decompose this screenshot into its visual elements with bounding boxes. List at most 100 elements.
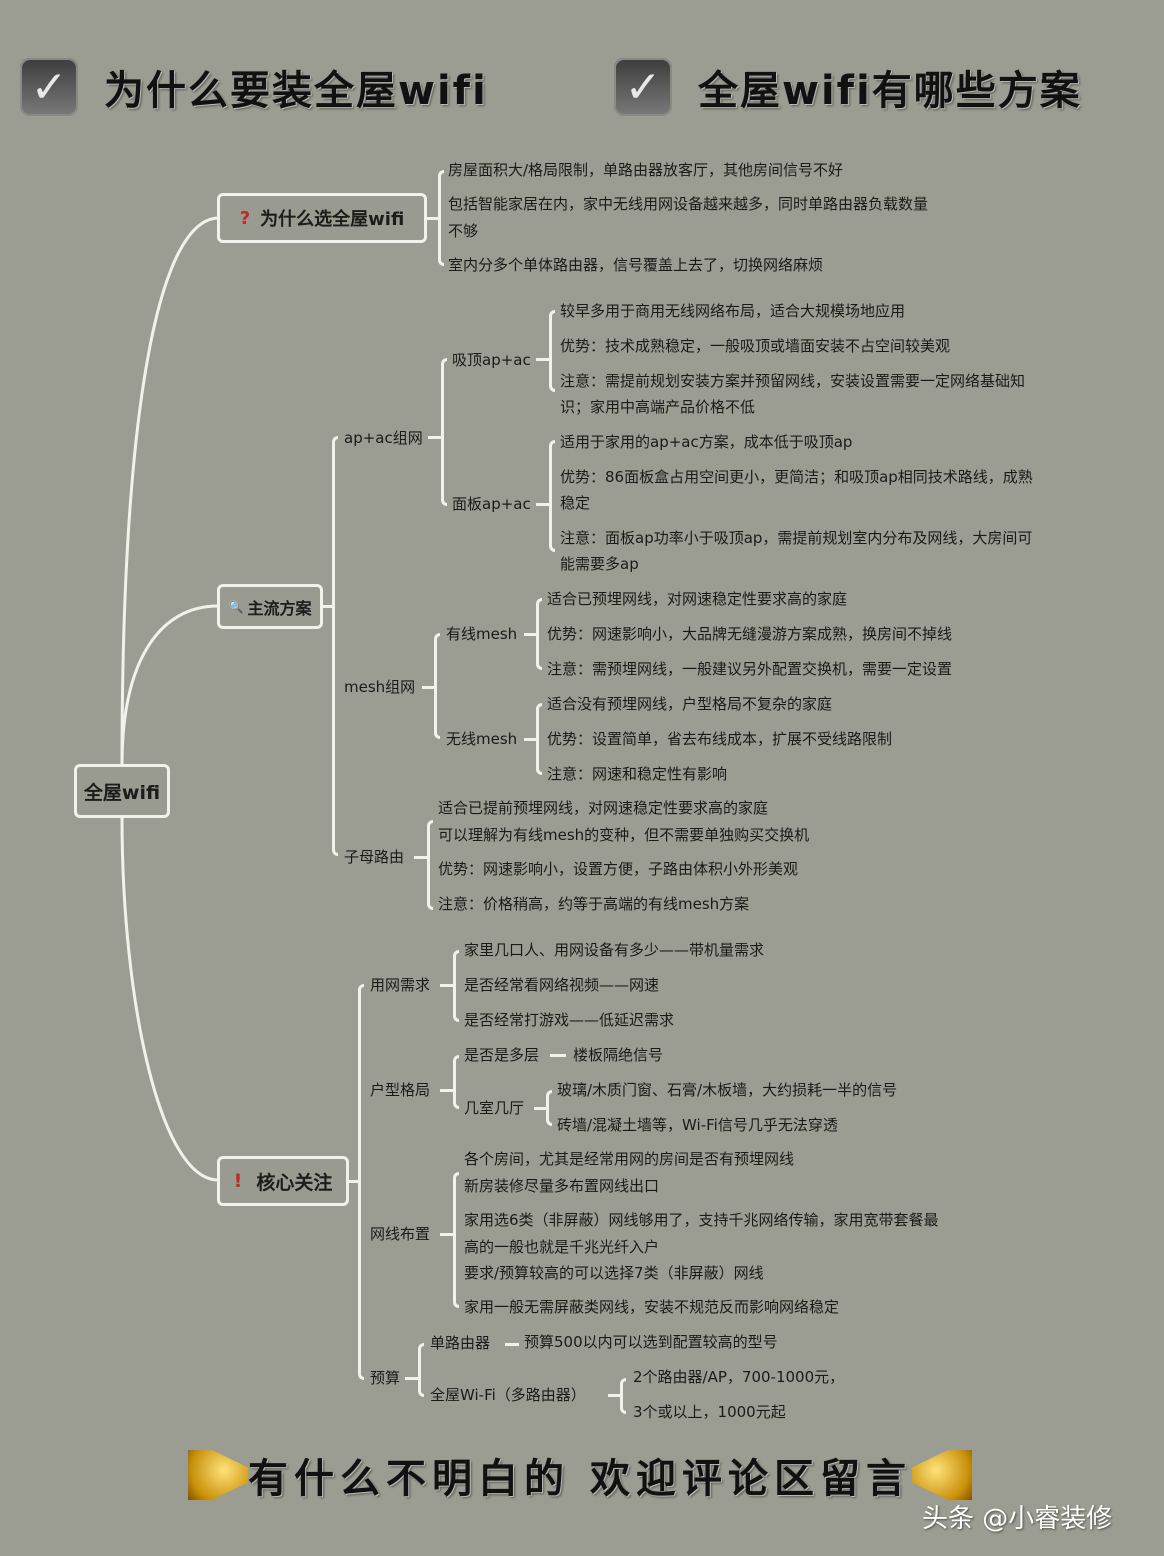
demand-item: 是否经常打游戏——低延迟需求 (464, 1011, 675, 1029)
panel-apac-label: 面板ap+ac (452, 495, 531, 513)
connector (440, 984, 454, 987)
apac-label: ap+ac组网 (344, 429, 423, 447)
bracket (620, 1378, 626, 1414)
checkbox-icon: ✓ (20, 58, 78, 116)
connector (428, 436, 442, 439)
footer-text: 有什么不明白的 欢迎评论区留言 (248, 1456, 912, 1502)
why-item: 房屋面积大/格局限制，单路由器放客厅，其他房间信号不好 (448, 161, 844, 179)
cabling-item: 各个房间，尤其是经常用网的房间是否有预埋网线 (464, 1150, 795, 1168)
wired-mesh-item: 适合已预埋网线，对网速稳定性要求高的家庭 (547, 590, 848, 608)
wireless-mesh-item: 优势：设置简单，省去布线成本，扩展不受线路限制 (547, 730, 893, 748)
whole-home-item: 3个或以上，1000元起 (633, 1403, 786, 1421)
submother-item: 优势：网速影响小，设置方便，子路由体积小外形美观 (438, 860, 799, 878)
mesh-label: mesh组网 (344, 678, 416, 696)
connector (422, 686, 436, 689)
connector (440, 1089, 454, 1092)
watermark: 头条 @小睿装修 (922, 1504, 1113, 1534)
cabling-label: 网线布置 (370, 1225, 431, 1243)
submother-item: 注意：价格稍高，约等于高端的有线mesh方案 (438, 895, 750, 913)
connector (524, 738, 538, 741)
bracket (546, 1090, 552, 1126)
bracket (536, 703, 542, 775)
bracket (549, 310, 555, 392)
wired-mesh-item: 注意：需预埋网线，一般建议另外配置交换机，需要一定设置 (547, 660, 953, 678)
why-item: 室内分多个单体路由器，信号覆盖上去了，切换网络麻烦 (448, 256, 824, 274)
header-right: ✓ 全屋wifi有哪些方案 (614, 55, 1082, 119)
question-icon: ? (239, 207, 251, 229)
bracket (427, 820, 433, 910)
bracket (358, 984, 364, 1380)
submother-label: 子母路由 (344, 848, 405, 866)
layout-label: 户型格局 (370, 1081, 431, 1099)
bracket (438, 170, 444, 266)
main-solutions-node[interactable]: 🔍 主流方案 (217, 584, 323, 629)
bracket (418, 1343, 424, 1397)
panel-item: 能需要多ap (560, 555, 639, 573)
wireless-mesh-label: 无线mesh (446, 730, 518, 748)
bracket (536, 598, 542, 670)
main-label: 主流方案 (247, 598, 312, 618)
connector (349, 1180, 361, 1183)
demand-label: 用网需求 (370, 976, 431, 994)
header-left-title: 为什么要装全屋wifi (104, 68, 488, 114)
bracket (453, 1055, 459, 1109)
root-node[interactable]: 全屋wifi (74, 764, 170, 818)
connector (405, 1377, 419, 1380)
connector (534, 1107, 548, 1110)
cabling-item: 要求/预算较高的可以选择7类（非屏蔽）网线 (464, 1264, 764, 1282)
budget-label: 预算 (370, 1369, 401, 1387)
demand-item: 家里几口人、用网设备有多少——带机量需求 (464, 941, 765, 959)
header-left: ✓ 为什么要装全屋wifi (20, 55, 488, 119)
header-right-title: 全屋wifi有哪些方案 (698, 68, 1082, 114)
ceiling-item: 注意：需提前规划安装方案并预留网线，安装设置需要一定网络基础知 (560, 372, 1026, 390)
bracket (453, 950, 459, 1022)
connector (550, 1054, 566, 1057)
connector (505, 1343, 519, 1346)
bracket (549, 440, 555, 552)
connector (524, 633, 538, 636)
why-item: 包括智能家居在内，家中无线用网设备越来越多，同时单路由器负载数量 (448, 195, 929, 213)
exclamation-icon: ! (233, 1170, 243, 1192)
megaphone-icon (911, 1450, 972, 1500)
ceiling-item: 识；家用中高端产品价格不低 (560, 398, 756, 416)
why-item: 不够 (448, 222, 479, 240)
rooms-label: 几室几厅 (464, 1099, 525, 1117)
ceiling-apac-label: 吸顶ap+ac (452, 351, 531, 369)
connector (427, 217, 439, 220)
multi-floor-result: 楼板隔绝信号 (573, 1046, 664, 1064)
demand-item: 是否经常看网络视频——网速 (464, 976, 660, 994)
core-focus-node[interactable]: ! 核心关注 (217, 1156, 349, 1206)
cabling-item: 新房装修尽量多布置网线出口 (464, 1177, 660, 1195)
checkbox-icon: ✓ (614, 58, 672, 116)
whole-home-label: 全屋Wi-Fi（多路由器） (430, 1386, 586, 1404)
bracket (441, 358, 447, 506)
wired-mesh-label: 有线mesh (446, 625, 518, 643)
footer-banner: 有什么不明白的 欢迎评论区留言 (160, 1445, 1000, 1505)
ceiling-item: 较早多用于商用无线网络布局，适合大规模场地应用 (560, 302, 906, 320)
why-node[interactable]: ? 为什么选全屋wifi (217, 193, 427, 243)
connector (323, 605, 335, 608)
panel-item: 注意：面板ap功率小于吸顶ap，需提前规划室内分布及网线，大房间可 (560, 529, 1033, 547)
megaphone-icon (188, 1450, 248, 1500)
cabling-item: 家用一般无需屏蔽类网线，安装不规范反而影响网络稳定 (464, 1298, 840, 1316)
root-label: 全屋wifi (83, 781, 161, 804)
bracket (453, 1172, 459, 1308)
connector (536, 358, 550, 361)
rooms-item: 玻璃/木质门窗、石膏/木板墙，大约损耗一半的信号 (557, 1081, 898, 1099)
submother-item: 可以理解为有线mesh的变种，但不需要单独购买交换机 (438, 826, 810, 844)
whole-home-item: 2个路由器/AP，700-1000元， (633, 1368, 845, 1386)
wireless-mesh-item: 适合没有预埋网线，户型格局不复杂的家庭 (547, 695, 833, 713)
core-label: 核心关注 (256, 1171, 333, 1194)
connector (440, 1233, 454, 1236)
submother-item: 适合已提前预埋网线，对网速稳定性要求高的家庭 (438, 799, 769, 817)
why-label: 为什么选全屋wifi (260, 209, 405, 230)
panel-item: 稳定 (560, 494, 591, 512)
bracket (434, 633, 440, 739)
single-router-result: 预算500以内可以选到配置较高的型号 (524, 1333, 778, 1351)
bracket (332, 436, 338, 856)
panel-item: 适用于家用的ap+ac方案，成本低于吸顶ap (560, 433, 853, 451)
wireless-mesh-item: 注意：网速和稳定性有影响 (547, 765, 728, 783)
cabling-item: 家用选6类（非屏蔽）网线够用了，支持千兆网络传输，家用宽带套餐最 (464, 1211, 939, 1229)
panel-item: 优势：86面板盒占用空间更小，更简洁；和吸顶ap相同技术路线，成熟 (560, 468, 1033, 486)
